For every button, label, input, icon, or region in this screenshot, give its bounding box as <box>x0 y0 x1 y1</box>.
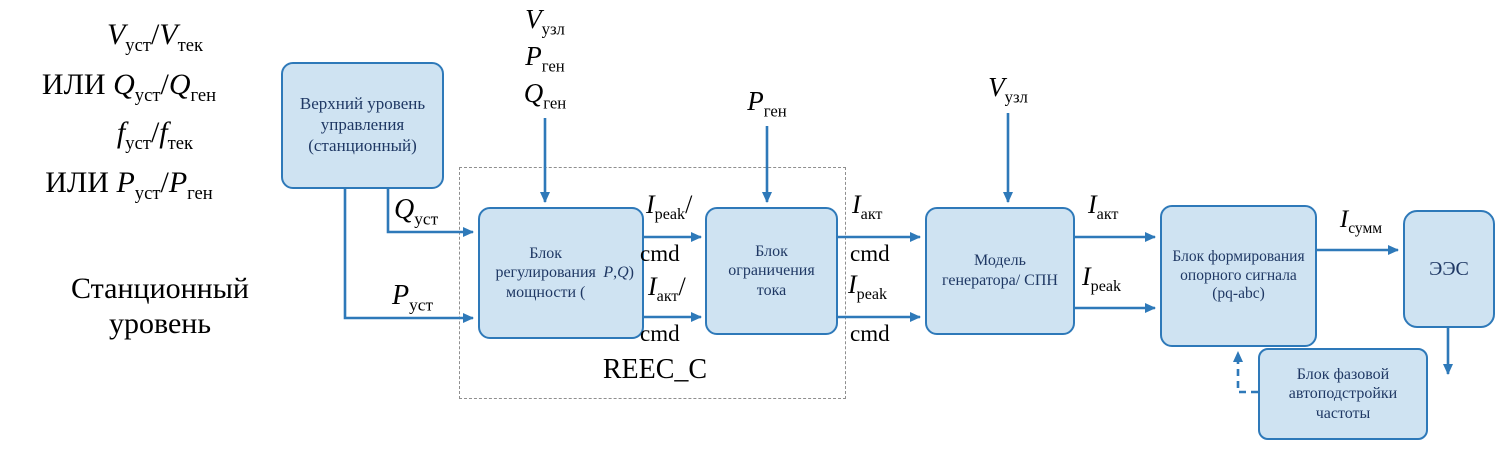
signal-i-peak-cmd-b-bottom: cmd <box>850 321 890 346</box>
signal-p-gen-mid: Pген <box>747 86 787 121</box>
signal-v-node-top: Vузл <box>525 4 565 39</box>
signal-i-peak-cmd-a-bottom: cmd <box>640 241 680 266</box>
block-upper-control-level: Верхний уровень управления (станционный) <box>281 62 444 189</box>
signal-i-act-cmd-b-top: Iакт <box>852 190 883 224</box>
block-power-system-ees: ЭЭС <box>1403 210 1495 328</box>
signal-i-peak-cmd-a-top: Ipeak/ <box>646 190 693 224</box>
reec-dashed-boundary <box>459 167 846 399</box>
left-input-p: ИЛИ Pуст/Pген <box>45 166 213 204</box>
signal-p-gen-top: Pген <box>525 41 565 76</box>
block-power-regulation: Блок регулирования мощности (P, Q) <box>478 207 644 339</box>
left-input-q: ИЛИ Qуст/Qген <box>41 68 217 106</box>
signal-q-set: Qуст <box>394 194 439 229</box>
signal-i-act: Iакт <box>1088 190 1119 224</box>
block-reference-signal: Блок формирования опорного сигнала (pq-a… <box>1160 205 1317 347</box>
wire-q-set <box>386 189 474 237</box>
signal-i-peak-cmd-b-top: Ipeak <box>848 270 888 304</box>
left-input-v: Vуст/Vтек <box>106 18 204 56</box>
block-generator-model: Модель генератора/ СПН <box>925 207 1075 335</box>
signal-i-act-cmd-b-bottom: cmd <box>850 241 890 266</box>
wire-pll-feedback <box>1233 351 1258 394</box>
signal-p-set: Pуст <box>392 280 434 315</box>
signal-i-peak: Ipeak <box>1082 262 1122 296</box>
station-level-label: Станционный уровень <box>71 272 249 340</box>
left-input-f: fуст/fтек <box>116 116 194 154</box>
signal-i-act-cmd-a-top: Iакт/ <box>648 272 686 306</box>
signal-v-node-mid: Vузл <box>988 72 1028 107</box>
block-pll: Блок фазовой автоподстройки частоты <box>1258 348 1428 440</box>
signal-i-act-cmd-a-bottom: cmd <box>640 321 680 346</box>
signal-q-gen-top: Qген <box>523 78 567 113</box>
wire-p-set <box>343 189 474 323</box>
reec-c-label: REEC_C <box>602 354 708 385</box>
block-current-limiting: Блок ограничения тока <box>705 207 838 335</box>
signal-i-sum: Iсумм <box>1339 206 1383 237</box>
